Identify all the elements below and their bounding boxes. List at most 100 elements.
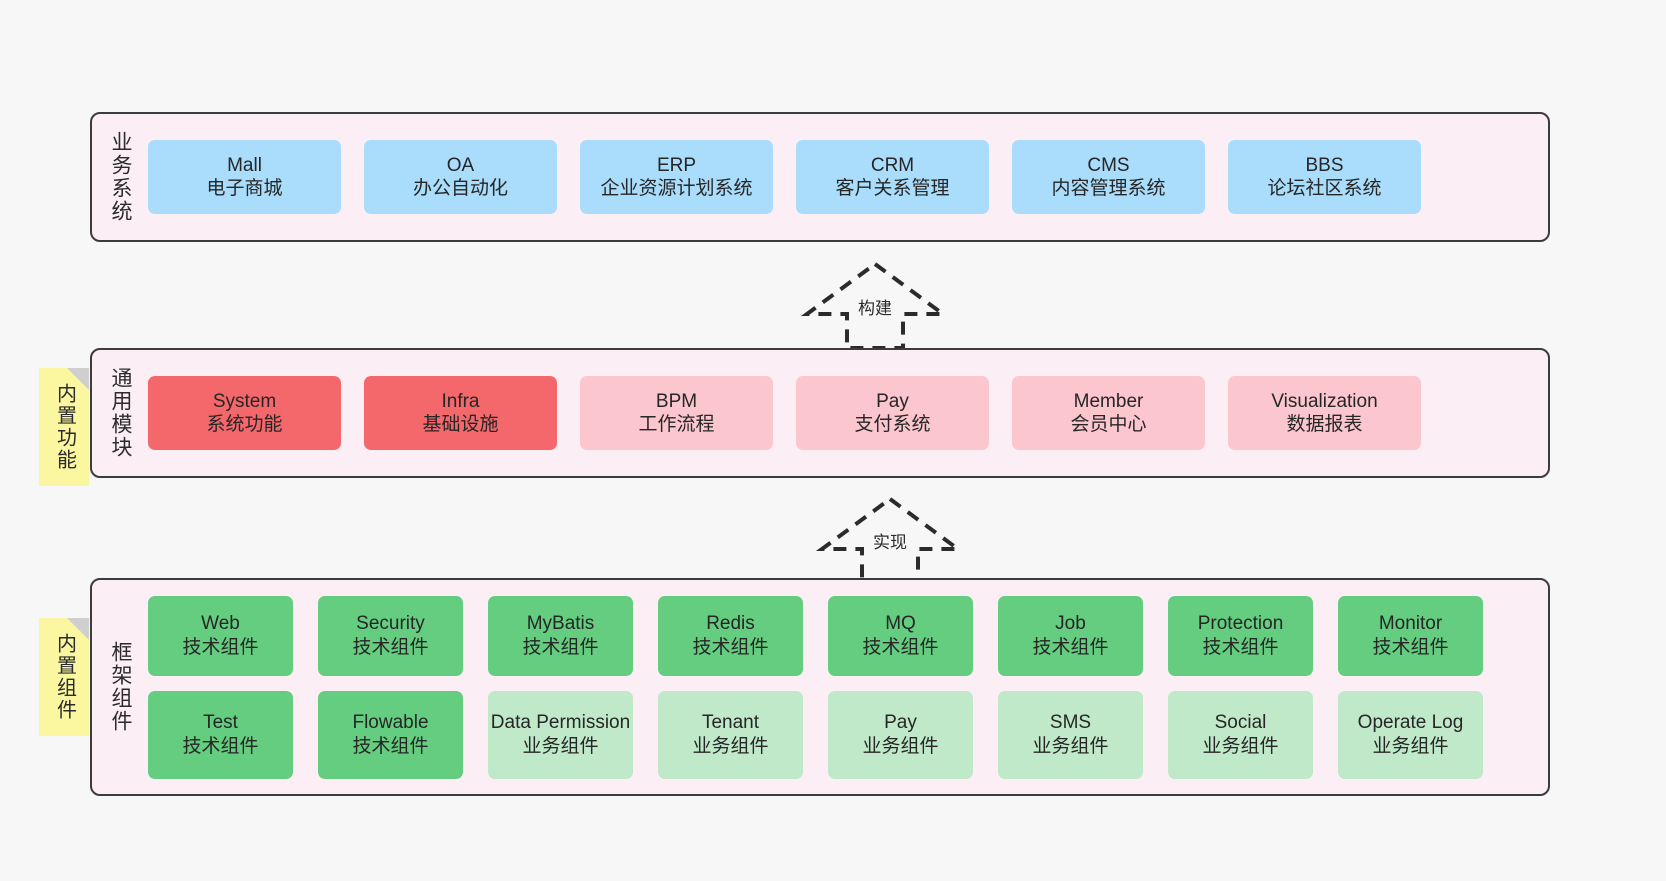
card-mybatis-cn: 技术组件 xyxy=(522,636,599,658)
card-erp-cn: 企业资源计划系统 xyxy=(600,178,753,199)
arrow-build-label: 构建 xyxy=(858,299,892,318)
card-visualization[interactable]: Visualization 数据报表 xyxy=(1228,376,1421,450)
card-bpm[interactable]: BPM 工作流程 xyxy=(580,376,773,450)
card-pay-component-en: Pay xyxy=(884,712,917,734)
card-infra[interactable]: Infra 基础设施 xyxy=(364,376,557,450)
note-builtin-function: 内置功能 xyxy=(39,368,89,486)
card-mq-cn: 技术组件 xyxy=(862,636,939,658)
card-web-cn: 技术组件 xyxy=(182,636,259,658)
card-test[interactable]: Test 技术组件 xyxy=(148,690,293,779)
card-tenant-cn: 业务组件 xyxy=(692,735,769,757)
layer-framework-row-business: Test 技术组件 Flowable 技术组件 Data Permission … xyxy=(148,690,1534,779)
arrow-implement-label: 实现 xyxy=(873,533,907,552)
card-operate-log-cn: 业务组件 xyxy=(1372,735,1449,757)
card-cms-en: CMS xyxy=(1087,154,1130,176)
card-flowable-cn: 技术组件 xyxy=(352,735,429,757)
card-bbs[interactable]: BBS 论坛社区系统 xyxy=(1228,140,1421,214)
card-monitor-en: Monitor xyxy=(1378,613,1443,635)
card-flowable[interactable]: Flowable 技术组件 xyxy=(318,690,463,779)
card-security-en: Security xyxy=(356,613,425,635)
layer-business-system: 业务系统 Mall 电子商城 OA 办公自动化 ERP 企业资源计划系统 CRM… xyxy=(90,112,1550,242)
layer-common-module-body: System 系统功能 Infra 基础设施 BPM 工作流程 Pay 支付系统… xyxy=(148,350,1548,476)
card-security[interactable]: Security 技术组件 xyxy=(318,595,463,676)
card-job-en: Job xyxy=(1055,613,1086,635)
card-redis[interactable]: Redis 技术组件 xyxy=(658,595,803,676)
card-sms-cn: 业务组件 xyxy=(1032,735,1109,757)
card-bpm-cn: 工作流程 xyxy=(638,414,715,435)
layer-framework-row-tech: Web 技术组件 Security 技术组件 MyBatis 技术组件 Redi… xyxy=(148,595,1534,676)
note-builtin-component-label: 内置组件 xyxy=(53,633,76,721)
card-protection[interactable]: Protection 技术组件 xyxy=(1168,595,1313,676)
card-bpm-en: BPM xyxy=(655,390,698,412)
card-infra-cn: 基础设施 xyxy=(422,414,499,435)
card-crm-en: CRM xyxy=(870,154,915,176)
card-member-en: Member xyxy=(1073,390,1144,412)
card-visualization-cn: 数据报表 xyxy=(1286,414,1363,435)
card-social-en: Social xyxy=(1214,712,1267,734)
card-cms[interactable]: CMS 内容管理系统 xyxy=(1012,140,1205,214)
layer-framework-component-title: 框架组件 xyxy=(109,641,133,733)
card-member-cn: 会员中心 xyxy=(1070,414,1147,435)
layer-business-system-body: Mall 电子商城 OA 办公自动化 ERP 企业资源计划系统 CRM 客户关系… xyxy=(148,114,1548,240)
card-web[interactable]: Web 技术组件 xyxy=(148,595,293,676)
card-monitor-cn: 技术组件 xyxy=(1372,636,1449,658)
card-operate-log[interactable]: Operate Log 业务组件 xyxy=(1338,690,1483,779)
layer-framework-component-body: Web 技术组件 Security 技术组件 MyBatis 技术组件 Redi… xyxy=(148,580,1548,794)
card-social-cn: 业务组件 xyxy=(1202,735,1279,757)
card-pay-component-cn: 业务组件 xyxy=(862,735,939,757)
layer-common-module: 通用模块 System 系统功能 Infra 基础设施 BPM 工作流程 Pay… xyxy=(90,348,1550,478)
card-pay-module[interactable]: Pay 支付系统 xyxy=(796,376,989,450)
card-tenant[interactable]: Tenant 业务组件 xyxy=(658,690,803,779)
card-sms-en: SMS xyxy=(1049,712,1092,734)
card-tenant-en: Tenant xyxy=(701,712,760,734)
card-data-permission-en: Data Permission xyxy=(490,712,631,734)
card-erp[interactable]: ERP 企业资源计划系统 xyxy=(580,140,773,214)
card-mq[interactable]: MQ 技术组件 xyxy=(828,595,973,676)
card-bbs-cn: 论坛社区系统 xyxy=(1267,178,1382,199)
card-visualization-en: Visualization xyxy=(1271,390,1378,412)
card-job-cn: 技术组件 xyxy=(1032,636,1109,658)
card-member[interactable]: Member 会员中心 xyxy=(1012,376,1205,450)
card-system-cn: 系统功能 xyxy=(206,414,283,435)
card-data-permission[interactable]: Data Permission 业务组件 xyxy=(488,690,633,779)
card-mall[interactable]: Mall 电子商城 xyxy=(148,140,341,214)
card-crm[interactable]: CRM 客户关系管理 xyxy=(796,140,989,214)
card-mall-cn: 电子商城 xyxy=(206,178,283,199)
note-fold-icon xyxy=(67,618,89,640)
card-pay-component[interactable]: Pay 业务组件 xyxy=(828,690,973,779)
card-mq-en: MQ xyxy=(885,613,916,635)
layer-common-module-row: System 系统功能 Infra 基础设施 BPM 工作流程 Pay 支付系统… xyxy=(148,376,1534,450)
card-erp-en: ERP xyxy=(656,154,697,176)
card-cms-cn: 内容管理系统 xyxy=(1051,178,1166,199)
note-builtin-component: 内置组件 xyxy=(39,618,89,736)
card-mybatis-en: MyBatis xyxy=(526,613,595,635)
card-test-cn: 技术组件 xyxy=(182,735,259,757)
note-builtin-function-label: 内置功能 xyxy=(53,383,76,471)
card-pay-module-cn: 支付系统 xyxy=(854,414,931,435)
card-system-en: System xyxy=(212,390,277,412)
card-social[interactable]: Social 业务组件 xyxy=(1168,690,1313,779)
card-bbs-en: BBS xyxy=(1305,154,1344,176)
card-web-en: Web xyxy=(201,613,240,635)
card-protection-cn: 技术组件 xyxy=(1202,636,1279,658)
card-oa-cn: 办公自动化 xyxy=(412,178,508,199)
card-job[interactable]: Job 技术组件 xyxy=(998,595,1143,676)
card-oa[interactable]: OA 办公自动化 xyxy=(364,140,557,214)
card-flowable-en: Flowable xyxy=(352,712,429,734)
card-operate-log-en: Operate Log xyxy=(1357,712,1464,734)
card-test-en: Test xyxy=(203,712,238,734)
layer-business-system-row: Mall 电子商城 OA 办公自动化 ERP 企业资源计划系统 CRM 客户关系… xyxy=(148,140,1534,214)
card-mybatis[interactable]: MyBatis 技术组件 xyxy=(488,595,633,676)
layer-framework-component: 框架组件 Web 技术组件 Security 技术组件 MyBatis 技术组件… xyxy=(90,578,1550,796)
card-oa-en: OA xyxy=(446,154,475,176)
card-system[interactable]: System 系统功能 xyxy=(148,376,341,450)
card-crm-cn: 客户关系管理 xyxy=(835,178,950,199)
layer-business-system-title: 业务系统 xyxy=(109,131,133,223)
card-pay-module-en: Pay xyxy=(876,390,909,412)
card-protection-en: Protection xyxy=(1197,613,1284,635)
card-monitor[interactable]: Monitor 技术组件 xyxy=(1338,595,1483,676)
card-sms[interactable]: SMS 业务组件 xyxy=(998,690,1143,779)
card-infra-en: Infra xyxy=(441,390,480,412)
layer-common-module-title: 通用模块 xyxy=(109,367,133,459)
